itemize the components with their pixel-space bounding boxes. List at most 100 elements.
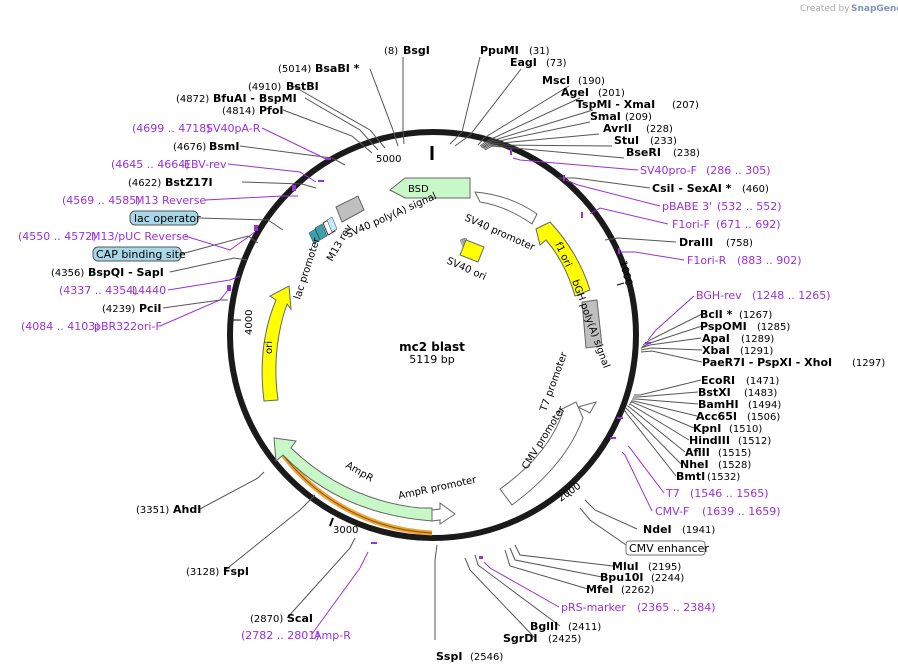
enzyme-paer7i-pspxi-xhoi[interactable]: PaeR7I - PspXI - XhoI (702, 356, 832, 369)
primer-pbabe3[interactable]: pBABE 3' (662, 200, 712, 213)
svg-text:(1297): (1297) (852, 358, 885, 369)
svg-text:(1532): (1532) (707, 472, 740, 483)
enzyme-pcii[interactable]: PciI (139, 302, 161, 315)
svg-text:(209): (209) (625, 112, 652, 123)
enzyme-ndei[interactable]: NdeI (643, 523, 672, 536)
feature-cmv-promoter-arrow[interactable] (499, 401, 584, 506)
feature-cap-site-box[interactable] (308, 228, 321, 245)
feature-bsd-arrow[interactable] (389, 177, 471, 199)
feature-sv40-polya-box[interactable] (335, 195, 365, 223)
primer-m13-puc-reverse[interactable]: M13/pUC Reverse (91, 230, 189, 243)
enzyme-tspmi-xmai[interactable]: TspMI - XmaI (576, 98, 655, 111)
enzyme-bsabi[interactable]: BsaBI * (315, 62, 360, 75)
enzyme-bseri[interactable]: BseRI (626, 146, 661, 159)
enzyme-bcli[interactable]: BclI * (700, 308, 733, 321)
enzyme-avrii[interactable]: AvrII (603, 122, 632, 135)
enzyme-kpni[interactable]: KpnI (693, 422, 721, 435)
enzyme-xbai[interactable]: XbaI (702, 344, 730, 357)
enzyme-pspomi[interactable]: PspOMI (700, 320, 747, 333)
primer-f1ori-f[interactable]: F1ori-F (672, 218, 710, 231)
enzyme-msci[interactable]: MscI (542, 74, 570, 87)
enzyme-draiii[interactable]: DraIII (679, 236, 713, 249)
lac-operator-box[interactable] (129, 210, 199, 226)
label-cmv-enhancer: CMV enhancer (629, 542, 709, 555)
svg-text:(4569 .. 4585): (4569 .. 4585) (62, 194, 141, 207)
feature-ampr-promoter-arrow[interactable] (431, 502, 456, 525)
primer-sv40pa-r[interactable]: SV40pA-R (206, 122, 261, 135)
enzyme-fspi[interactable]: FspI (223, 565, 249, 578)
enzyme-eagi[interactable]: EagI (510, 56, 537, 69)
enzyme-smai[interactable]: SmaI (590, 110, 621, 123)
svg-text:(2365 .. 2384): (2365 .. 2384) (637, 601, 716, 614)
primer-sv40pro-f[interactable]: SV40pro-F (640, 164, 697, 177)
enzyme-bmti[interactable]: BmtI (676, 470, 705, 483)
enzyme-aflii[interactable]: AflII (685, 446, 710, 459)
svg-text:(1248 .. 1265): (1248 .. 1265) (752, 289, 831, 302)
enzyme-bsgi[interactable]: BsgI (403, 44, 430, 57)
enzyme-bsmi[interactable]: BsmI (209, 140, 240, 153)
enzyme-mfei[interactable]: MfeI (586, 583, 613, 596)
label-t7-promoter: T7 promoter (538, 350, 570, 414)
enzyme-bstz17i[interactable]: BstZ17I (165, 176, 213, 189)
enzyme-ahdi[interactable]: AhdI (173, 503, 201, 516)
enzyme-bstbi[interactable]: BstBI (286, 80, 319, 93)
feature-sv40-ori-yellow[interactable] (459, 239, 485, 263)
feature-ori-arrow[interactable] (261, 285, 292, 402)
primer-ebv-rev[interactable]: EBV-rev (184, 158, 227, 171)
enzyme-csii-sexai[interactable]: CsiI - SexAI * (652, 182, 732, 195)
enzyme-mlui[interactable]: MluI (612, 560, 639, 573)
enzyme-agei[interactable]: AgeI (561, 86, 589, 99)
primer-prs-marker[interactable]: pRS-marker (561, 601, 626, 614)
enzyme-ecori[interactable]: EcoRI (701, 374, 735, 387)
label-cap-binding-site: CAP binding site (96, 248, 186, 261)
enzyme-bpu10i[interactable]: Bpu10I (600, 571, 644, 584)
svg-text:(1546 .. 1565): (1546 .. 1565) (690, 487, 769, 500)
enzyme-ppumi[interactable]: PpuMI (480, 44, 519, 57)
enzyme-bglii[interactable]: BglII (530, 620, 558, 633)
cmv-enhancer-box[interactable] (625, 540, 706, 556)
primer-cmv-f[interactable]: CMV-F (655, 505, 689, 518)
svg-text:(3351): (3351) (136, 505, 169, 516)
enzyme-pfoi[interactable]: PfoI (259, 104, 284, 117)
primer-m13-reverse[interactable]: M13 Reverse (135, 194, 206, 207)
svg-text:(671 .. 692): (671 .. 692) (716, 218, 781, 231)
feature-f1-ori-arrow[interactable] (535, 221, 591, 297)
enzyme-scai[interactable]: ScaI (287, 612, 313, 625)
primer-bgh-rev[interactable]: BGH-rev (696, 289, 742, 302)
feature-t7-promoter-arrow[interactable] (576, 401, 598, 414)
enzyme-bamhi[interactable]: BamHI (698, 398, 739, 411)
enzyme-bspqi-sapi[interactable]: BspQI - SapI (88, 266, 164, 279)
svg-text:(228): (228) (646, 124, 673, 135)
svg-text:(1510): (1510) (729, 424, 762, 435)
svg-text:(207): (207) (672, 100, 699, 111)
enzyme-nhei[interactable]: NheI (680, 458, 709, 471)
enzyme-acc65i[interactable]: Acc65I (696, 410, 737, 423)
svg-text:(1291): (1291) (740, 346, 773, 357)
feature-m13rev-box[interactable] (326, 216, 338, 233)
enzyme-bstxi[interactable]: BstXI (698, 386, 731, 399)
primer-amp-r[interactable]: Amp-R (314, 629, 351, 642)
primer-leader-lines (159, 127, 695, 635)
svg-text:(532 .. 552): (532 .. 552) (717, 200, 782, 213)
cap-binding-site-box[interactable] (92, 246, 182, 262)
svg-text:(2546): (2546) (470, 652, 503, 663)
feature-bgh-polya-box[interactable] (581, 299, 603, 349)
enzyme-apai[interactable]: ApaI (702, 332, 730, 345)
enzyme-stui[interactable]: StuI (614, 134, 639, 147)
enzyme-hindiii[interactable]: HindIII (689, 434, 730, 447)
primer-t7[interactable]: T7 (665, 487, 680, 500)
enzyme-sgrdi[interactable]: SgrDI (503, 632, 537, 645)
feature-ampr-arrow[interactable] (273, 437, 433, 522)
primer-f1ori-r[interactable]: F1ori-R (687, 254, 727, 267)
feature-sv40-promoter-arrow[interactable] (474, 191, 538, 225)
primer-pbr322ori-f[interactable]: pBR322ori-F (94, 320, 162, 333)
primer-l4440[interactable]: L4440 (132, 284, 166, 297)
enzyme-sspi[interactable]: SspI (436, 650, 462, 663)
svg-text:(460): (460) (742, 184, 769, 195)
svg-text:(2870): (2870) (250, 614, 283, 625)
svg-text:(2195): (2195) (648, 562, 681, 573)
svg-text:(1494): (1494) (748, 400, 781, 411)
enzyme-bfuai-bspmi[interactable]: BfuAI - BspMI (213, 92, 297, 105)
svg-text:(4356): (4356) (51, 268, 84, 279)
